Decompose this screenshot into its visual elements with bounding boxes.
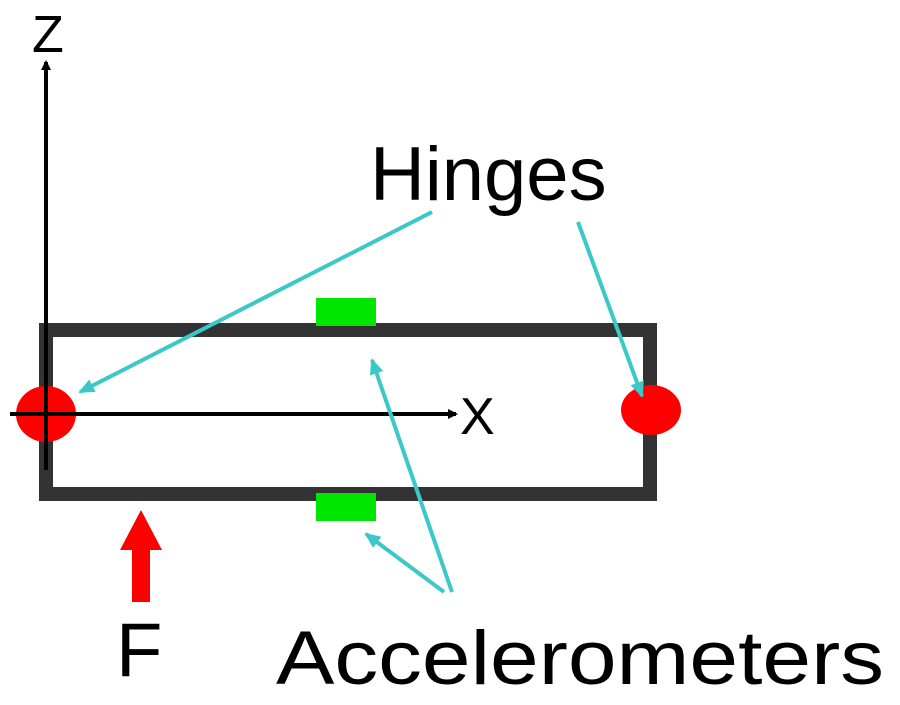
force-label: F: [116, 608, 162, 693]
accelerometer-pointer-bottom: [364, 532, 446, 594]
x-axis-label: X: [460, 388, 495, 446]
accelerometer-pointer-top: [369, 358, 454, 593]
z-axis-label: Z: [32, 6, 64, 64]
top-accelerometer: [316, 298, 376, 326]
force-arrow: [120, 510, 162, 602]
bottom-accelerometer: [316, 493, 376, 521]
hinge-pointer-left: [78, 210, 433, 394]
hinge-pointer-right: [576, 221, 644, 398]
accelerometers-label: Accelerometers: [276, 616, 884, 701]
right-hinge: [621, 385, 681, 435]
hinges-label: Hinges: [370, 132, 607, 217]
